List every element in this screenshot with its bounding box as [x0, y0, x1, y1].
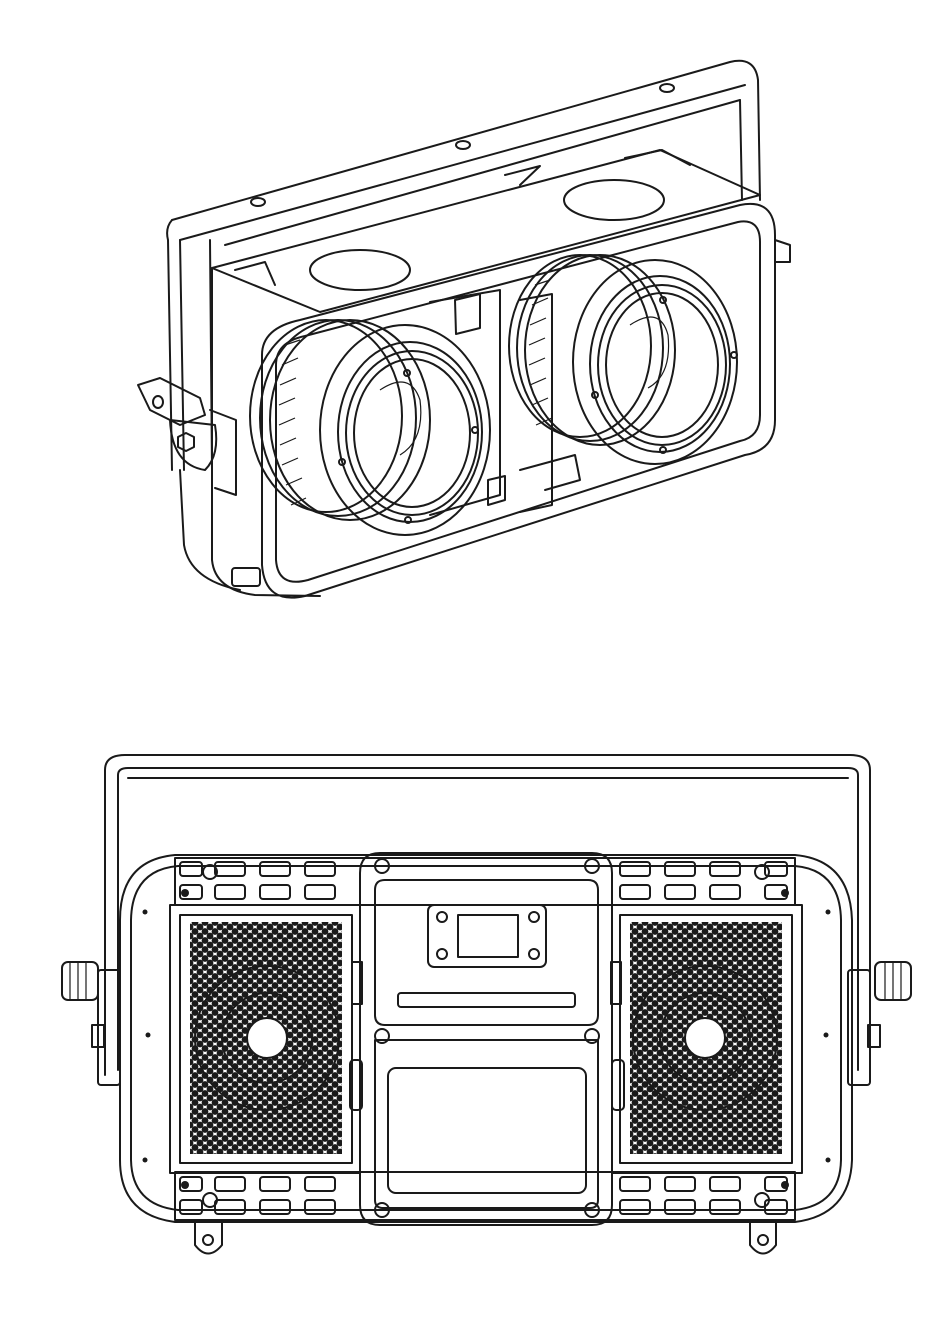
left-lens-fins: [278, 339, 307, 506]
left-lens-glass: [353, 358, 471, 508]
lens-screw-icon: [471, 426, 479, 434]
display-screw-icon: [528, 911, 540, 923]
hex-bolt-icon: [177, 432, 195, 452]
lens-screw-icon: [659, 296, 667, 304]
rail-slots-bottom: [179, 1176, 788, 1215]
lens-screw-icon: [403, 369, 411, 377]
panel-screw-icon: [374, 1028, 390, 1044]
right-lens-assembly: [508, 254, 738, 465]
left-fan-grille: [169, 904, 361, 1174]
lens-screw-icon: [404, 516, 412, 524]
housing-body: [179, 267, 321, 597]
center-divider: [429, 289, 581, 516]
foot-hole-icon: [757, 1234, 769, 1246]
right-lens-fins: [528, 279, 553, 426]
left-lens-assembly: [249, 319, 491, 536]
lens-screw-icon: [659, 446, 667, 454]
corner-screw-icon: [754, 1192, 770, 1208]
fixture-front-perspective-view: [137, 59, 791, 599]
tilt-lock-knob: [137, 377, 237, 496]
rear-rails: [174, 857, 796, 1221]
display-screw-icon: [436, 948, 448, 960]
foot-hole-icon: [202, 1234, 214, 1246]
panel-screw-icon: [374, 1202, 390, 1218]
button-strip: [397, 992, 576, 1008]
panel-screw-icon: [584, 1202, 600, 1218]
rail-slots-top: [179, 861, 788, 900]
side-latch-icon: [349, 1059, 363, 1111]
center-control-panel: [349, 852, 625, 1226]
yoke-bolt-icon: [867, 1024, 881, 1048]
display-screen: [457, 914, 519, 958]
lens-screw-icon: [338, 458, 346, 466]
yoke-bolt-icon: [91, 1024, 105, 1048]
top-vent-right-icon: [563, 179, 665, 221]
panel-screw-icon: [584, 1028, 600, 1044]
panel-screw-icon: [584, 858, 600, 874]
fixture-rear-elevation-view: [61, 754, 912, 1255]
bracket-hole-icon: [659, 83, 675, 93]
lens-screw-icon: [730, 351, 738, 359]
side-latch-icon: [611, 1059, 625, 1111]
display-screw-icon: [436, 911, 448, 923]
corner-screw-icon: [202, 1192, 218, 1208]
side-latch-icon: [610, 961, 622, 1005]
corner-screw-icon: [754, 864, 770, 880]
connector-cover: [387, 1067, 587, 1194]
display-screw-icon: [528, 948, 540, 960]
bracket-hole-icon: [250, 197, 266, 207]
top-vent-left-icon: [309, 249, 411, 291]
right-lens-glass: [605, 292, 719, 438]
housing-top: [211, 149, 761, 313]
side-latch-icon: [351, 961, 363, 1005]
bracket-hole-icon: [455, 140, 471, 150]
right-fan-grille: [611, 904, 803, 1174]
panel-screw-icon: [374, 858, 390, 874]
rear-yoke: [61, 754, 912, 1086]
corner-screw-icon: [202, 864, 218, 880]
display-housing: [427, 904, 547, 968]
lens-screw-icon: [591, 391, 599, 399]
yoke-knob-left-icon: [61, 961, 99, 1001]
bottom-feet: [194, 1221, 777, 1255]
right-lens-ring: [572, 259, 738, 465]
left-lens-ring: [319, 324, 491, 536]
